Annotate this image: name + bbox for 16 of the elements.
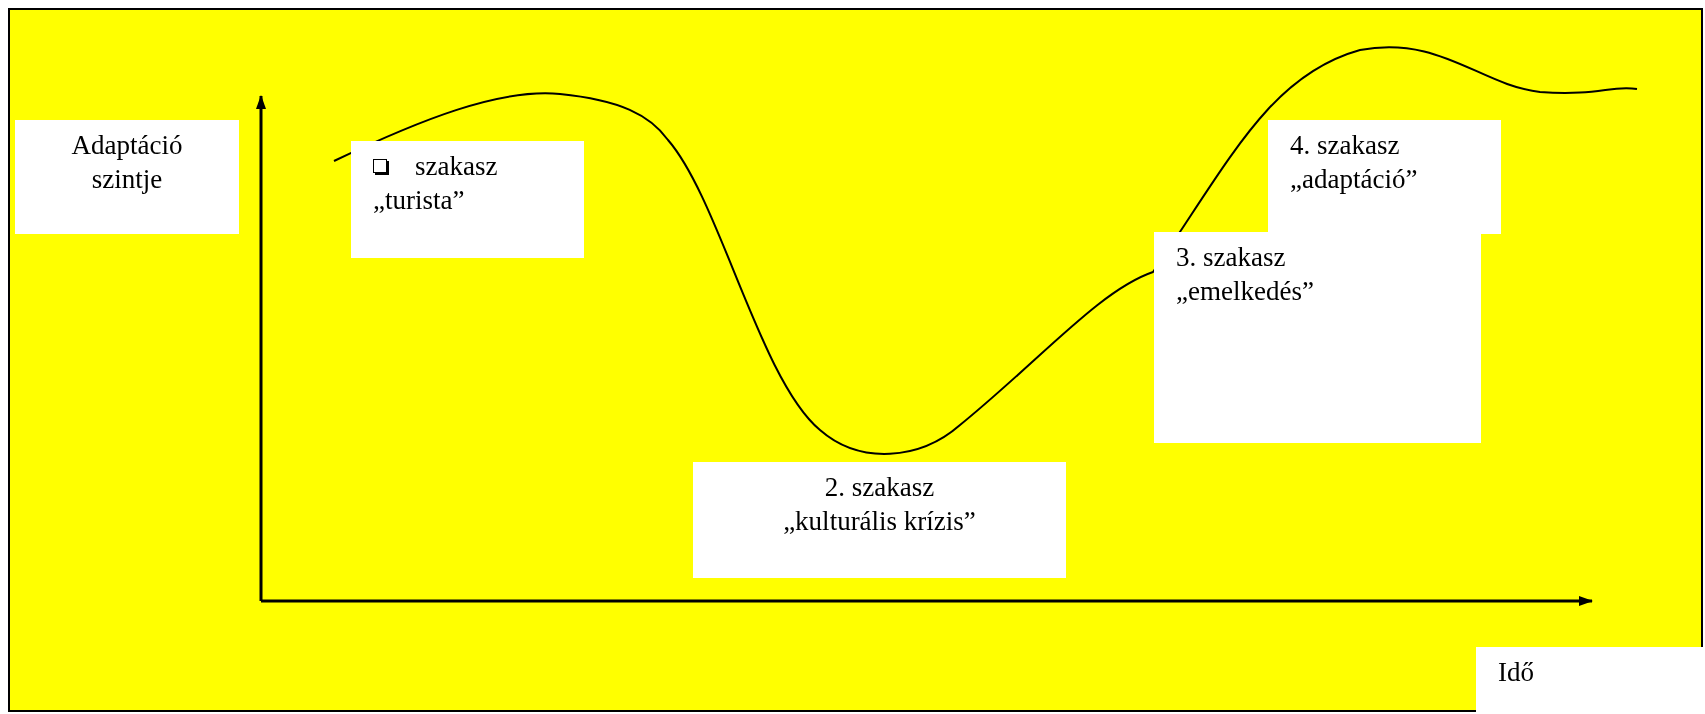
- stage-title: 3. szakasz: [1176, 241, 1287, 274]
- label-box: [1154, 232, 1481, 443]
- label-box: [693, 462, 1066, 578]
- stage-name: „turista”: [373, 184, 466, 217]
- label-box: [1268, 120, 1501, 234]
- axis-label: Adaptáció szintje: [70, 129, 184, 196]
- stage-title: szakasz: [415, 151, 498, 181]
- stage-name: „adaptáció”: [1290, 163, 1419, 196]
- label-box: [15, 120, 239, 234]
- stage-title: 4. szakasz: [1290, 129, 1401, 162]
- label-box: [1476, 647, 1705, 714]
- label-box: [351, 141, 584, 258]
- axis-label: Idő: [1498, 656, 1535, 689]
- stage-title: 2. szakasz: [823, 471, 936, 504]
- stage-name: „kulturális krízis”: [782, 505, 977, 538]
- stage-name: „emelkedés”: [1176, 275, 1315, 308]
